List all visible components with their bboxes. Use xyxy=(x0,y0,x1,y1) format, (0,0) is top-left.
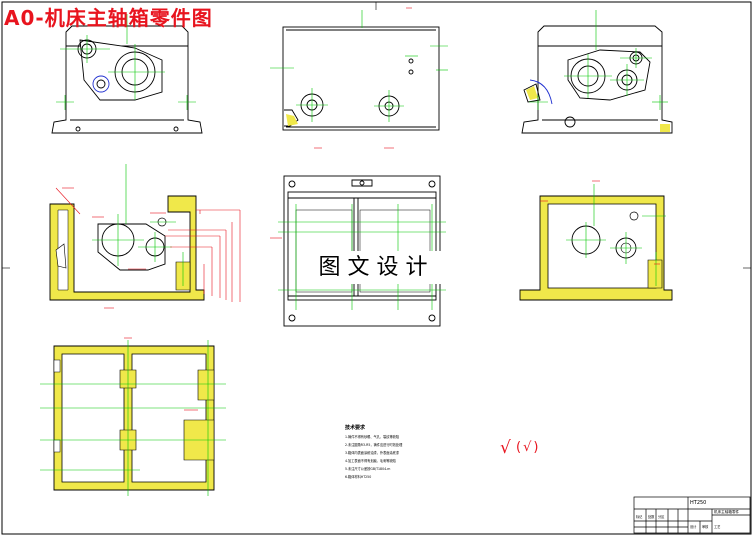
title-block-material: HT250 xyxy=(690,500,707,506)
technical-notes: 技术要求 1.铸件不得有砂眼、气孔、裂纹等缺陷 2.未注圆角R3-R5，铸件应进… xyxy=(345,424,402,481)
top-view xyxy=(282,26,440,131)
rear-view-fill xyxy=(526,86,670,132)
technical-note: 6.箱体材料HT250 xyxy=(345,475,372,479)
title-block-cell: 审核 xyxy=(702,525,709,529)
technical-note: 3.箱体内表面涂耐油漆，外表面涂底漆 xyxy=(345,451,400,455)
section-view-left-dims xyxy=(55,187,241,309)
surface-finish-symbol: √ xyxy=(500,438,511,458)
technical-note: 4.加工表面不得有划痕、毛刺等缺陷 xyxy=(345,459,396,463)
title-block-part-name: 机床主轴箱零件 xyxy=(714,510,740,514)
title-block-cell: 设计 xyxy=(690,525,697,529)
horizontal-section-centerlines xyxy=(40,340,226,496)
technical-notes-heading: 技术要求 xyxy=(345,425,366,431)
section-view-right xyxy=(519,195,673,301)
top-view-fill xyxy=(286,114,298,126)
surface-finish-other: (√) xyxy=(516,440,541,455)
top-view-dims xyxy=(314,7,412,149)
title-block-cell: 工艺 xyxy=(714,525,721,529)
section-view-right-dims xyxy=(540,180,660,265)
title-block-cell: 标记 xyxy=(636,515,643,519)
section-view-right-centerlines xyxy=(566,184,666,286)
front-view-centerlines xyxy=(56,14,196,110)
title-block xyxy=(633,496,751,534)
top-view-centerlines xyxy=(270,10,448,122)
rear-view xyxy=(521,25,673,134)
watermark-label: 图文设计 xyxy=(300,251,453,284)
title-block-cell: 分区 xyxy=(658,515,665,519)
section-view-left xyxy=(49,195,205,301)
technical-note: 1.铸件不得有砂眼、气孔、裂纹等缺陷 xyxy=(345,435,400,439)
technical-note: 2.未注圆角R3-R5，铸件应进行时效处理 xyxy=(345,443,403,447)
horizontal-section-view xyxy=(53,345,215,491)
technical-note: 5.未注尺寸公差按GB/T1804-m xyxy=(345,467,391,471)
drawing-title: A0-机床主轴箱零件图 xyxy=(4,6,213,30)
horizontal-section-dims xyxy=(124,337,198,411)
rear-view-centerlines xyxy=(529,10,668,110)
title-block-cell: 处数 xyxy=(648,515,655,519)
section-view-left-centerlines xyxy=(92,164,184,286)
bottom-view-centerlines xyxy=(278,204,446,310)
